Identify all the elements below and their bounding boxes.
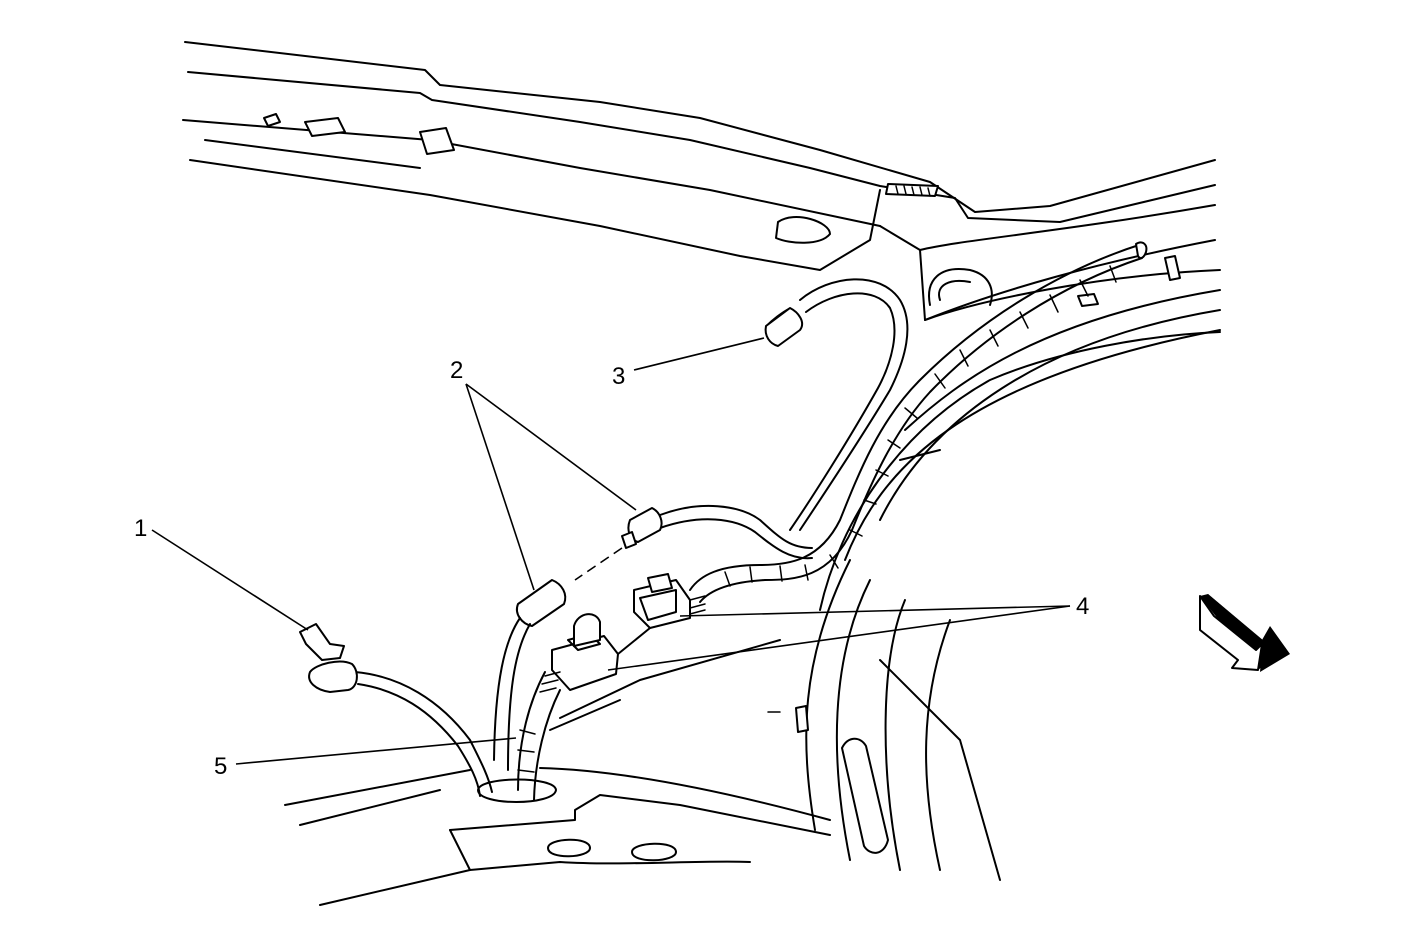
body-pillar (767, 204, 1221, 881)
harness-clip-1 (299, 623, 493, 797)
callout-2: 2 (450, 357, 463, 384)
connector-pair-2 (493, 505, 813, 771)
electrical-connectors-4 (539, 573, 706, 693)
forward-direction-arrow-icon (1199, 594, 1290, 672)
callout-1: 1 (134, 515, 147, 542)
callout-4: 4 (1076, 593, 1089, 620)
leader-lines (151, 337, 1071, 765)
roof-panel (182, 41, 1216, 271)
callout-3: 3 (612, 363, 625, 390)
harness-main-bundle (517, 241, 1148, 801)
floor-panel (284, 639, 831, 906)
callout-5: 5 (214, 753, 227, 780)
harness-lead-3 (764, 278, 909, 531)
